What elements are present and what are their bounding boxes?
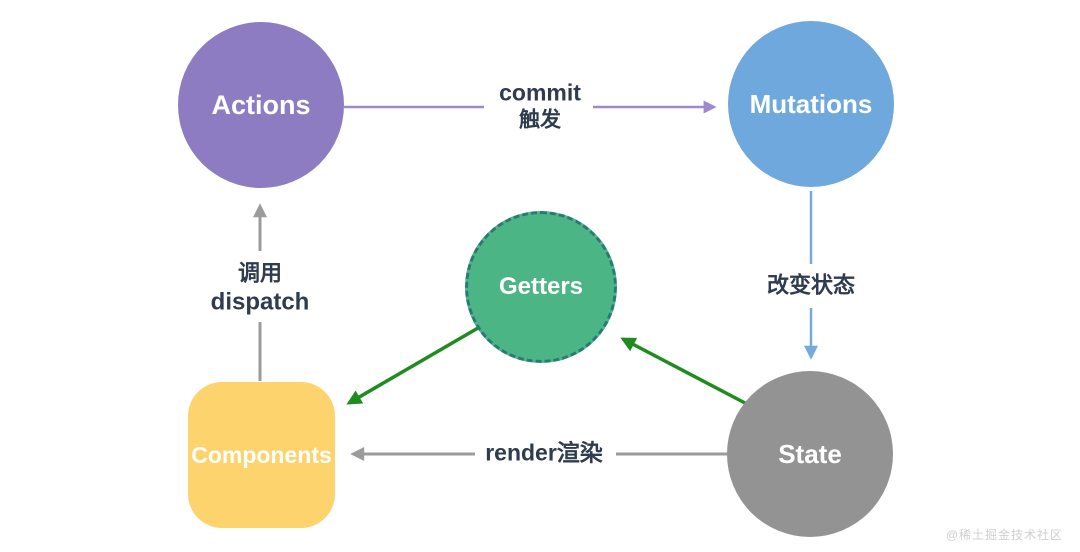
- node-getters: Getters: [465, 211, 617, 363]
- edge-label-render: render渲染: [485, 439, 603, 466]
- node-mutations: Mutations: [728, 21, 894, 187]
- node-actions: Actions: [178, 22, 344, 188]
- edge-state-to-getters: [620, 337, 746, 405]
- node-mutations-label: Mutations: [749, 88, 873, 119]
- node-components: Components: [188, 382, 335, 528]
- watermark: @稀土掘金技术社区: [945, 528, 1063, 542]
- edge-label-commit: commit 触发: [499, 79, 581, 134]
- node-actions-label: Actions: [211, 89, 311, 120]
- edge-label-change-state: 改变状态: [766, 272, 856, 298]
- edge-getters-to-components: [346, 326, 479, 405]
- edge-label-dispatch: 调用 dispatch: [211, 259, 310, 317]
- edge-label-commit-line2: 触发: [518, 108, 561, 132]
- edge-label-dispatch-line1: 调用: [237, 260, 282, 286]
- node-state: State: [727, 371, 893, 537]
- node-state-label: State: [778, 438, 842, 469]
- node-components-label: Components: [191, 441, 332, 468]
- node-getters-label: Getters: [498, 273, 584, 300]
- edge-label-commit-line1: commit: [499, 79, 581, 106]
- edge-label-dispatch-line2: dispatch: [210, 287, 310, 315]
